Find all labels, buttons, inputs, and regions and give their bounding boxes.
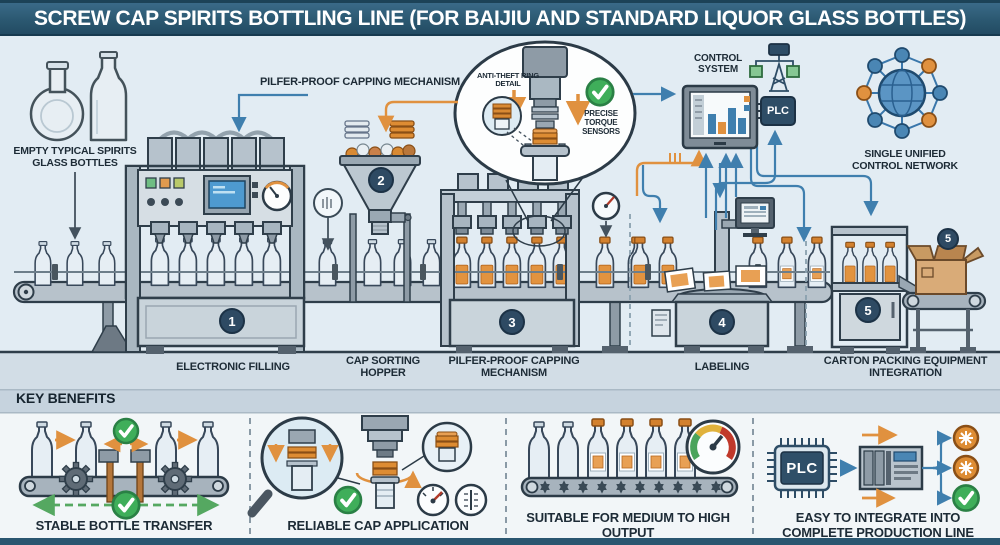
control-monitor <box>681 84 759 150</box>
benefit-caption-capping: RELIABLE CAP APPLICATION <box>287 518 469 533</box>
benefit-caption-output: SUITABLE FOR MEDIUM TO HIGH OUTPUT <box>526 510 730 540</box>
station-label-hopper: CAP SORTING HOPPER <box>346 355 420 380</box>
check-icon <box>584 76 616 108</box>
labeling-machine <box>651 197 775 353</box>
station-badge-1: 1 <box>219 308 245 334</box>
benefit-caption-integration: EASY TO INTEGRATE INTO COMPLETE PRODUCTI… <box>782 510 974 540</box>
benefit-panel-integration <box>767 424 981 513</box>
plc-label: PLC <box>767 105 789 117</box>
label-plates <box>663 265 767 293</box>
detail-callout <box>453 40 637 222</box>
network-label: SINGLE UNIFIED CONTROL NETWORK <box>852 148 958 172</box>
torque-check-gauge <box>591 191 621 238</box>
station-label-filling: ELECTRONIC FILLING <box>176 361 290 373</box>
control-system-label: CONTROL SYSTEM <box>693 53 743 76</box>
benefit-panel-output <box>520 418 741 498</box>
panel-dividers <box>249 418 754 536</box>
check-icon <box>333 485 363 515</box>
empty-bottles-illustration <box>29 51 128 142</box>
check-icon <box>110 489 142 521</box>
gear-icon <box>157 461 193 497</box>
magnifier-handle <box>247 489 273 518</box>
plc-chip-label: PLC <box>786 459 818 477</box>
check-icon <box>951 483 981 513</box>
wiring <box>68 86 879 243</box>
antenna-icon <box>749 43 800 92</box>
capping-callout-label: PILFER-PROOF CAPPING MECHANISM <box>260 76 460 88</box>
machine-node-icon <box>952 454 980 482</box>
network-globe-icon <box>856 47 948 139</box>
station-badge-4: 4 <box>709 309 735 335</box>
station-badge-3: 3 <box>499 309 525 335</box>
cap-hopper <box>339 120 421 303</box>
carton-box <box>906 245 985 295</box>
title-bar: SCREW CAP SPIRITS BOTTLING LINE (FOR BAI… <box>0 0 1000 36</box>
key-benefits-heading: KEY BENEFITS <box>16 390 116 406</box>
benefit-caption-transfer: STABLE BOTTLE TRANSFER <box>35 518 213 533</box>
gear-icon <box>58 461 94 497</box>
station-label-labeling: LABELING <box>694 361 750 373</box>
station-badge-5: 5 <box>855 297 881 323</box>
station-badge-5-carton: 5 <box>937 228 959 250</box>
torque-sensors-label: PRECISE TORQUE SENSORS <box>582 109 620 137</box>
plc-box <box>757 96 796 126</box>
cap-stack-orange <box>389 120 415 139</box>
check-icon <box>112 417 140 445</box>
page-title: SCREW CAP SPIRITS BOTTLING LINE (FOR BAI… <box>33 6 967 30</box>
benefit-panel-capping <box>247 415 488 518</box>
machine-node-icon <box>952 424 980 452</box>
station-label-capping: PILFER-PROOF CAPPING MECHANISM <box>448 355 580 380</box>
cap-stack-silver <box>344 120 370 139</box>
station-badge-2: 2 <box>368 167 394 193</box>
anti-theft-ring-label: ANTI-THEFT RING DETAIL <box>477 71 539 89</box>
benefit-panel-transfer <box>18 417 230 521</box>
station-label-carton: CARTON PACKING EQUIPMENT INTEGRATION <box>823 355 988 380</box>
empty-bottles-label: EMPTY TYPICAL SPIRITS GLASS BOTTLES <box>13 145 137 169</box>
fill-level-indicator <box>313 188 343 251</box>
